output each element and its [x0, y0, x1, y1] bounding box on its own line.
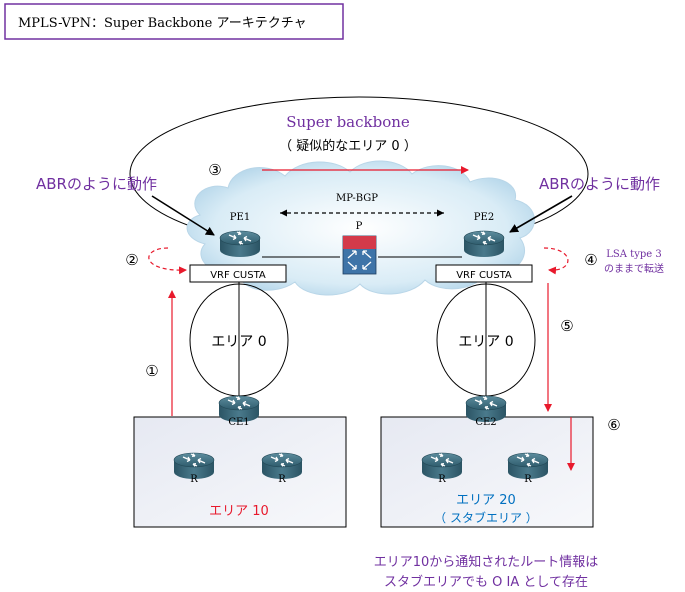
- bottom-note-line-2: スタブエリアでも O IA として存在: [384, 574, 588, 590]
- abr-left-label: ABRのように動作: [36, 175, 157, 193]
- pe1-label: PE1: [230, 212, 250, 223]
- step-6: ⑥: [607, 416, 620, 434]
- step-3: ③: [208, 161, 221, 179]
- lsa-note-line-2: のままで転送: [604, 262, 664, 275]
- area20-label: エリア 20: [456, 493, 516, 508]
- vrf-right-label: VRF CUSTA: [456, 270, 512, 281]
- super-backbone-sublabel: （ 疑似的なエリア 0 ）: [279, 138, 417, 154]
- title-box: [4, 3, 344, 40]
- area0-right-label: エリア 0: [458, 334, 513, 350]
- abr-right-label: ABRのように動作: [539, 175, 660, 193]
- vrf-left-label: VRF CUSTA: [210, 270, 266, 281]
- mpbgp-label: MP-BGP: [336, 193, 378, 204]
- pe2-label: PE2: [474, 212, 494, 223]
- step-4-arrow: [543, 247, 569, 275]
- step-2-arrow: [148, 247, 187, 275]
- ce1-label: CE1: [228, 417, 249, 428]
- pe1-router: [219, 230, 261, 258]
- area0-left-label: エリア 0: [211, 334, 266, 350]
- area10-router-1-label: R: [190, 474, 198, 485]
- area20-router-1-label: R: [438, 474, 446, 485]
- p-router: [342, 235, 377, 275]
- vrf-left-box: [189, 264, 287, 283]
- step-5: ⑤: [560, 317, 573, 335]
- pe2-router: [463, 230, 505, 258]
- area20-sublabel: （ スタブエリア ）: [434, 510, 538, 525]
- area20-router-2-label: R: [524, 474, 532, 485]
- p-label: P: [356, 221, 363, 232]
- lsa-note-line-1: LSA type 3: [606, 249, 661, 260]
- area10-label: エリア 10: [209, 504, 269, 519]
- mpls-cloud: [186, 160, 535, 296]
- area10-router-2-label: R: [278, 474, 286, 485]
- ce2-label: CE2: [475, 417, 496, 428]
- vrf-right-box: [435, 264, 533, 283]
- step-1: ①: [145, 362, 158, 380]
- abr-right-arrow: [509, 195, 573, 233]
- bottom-note-line-1: エリア10から通知されたルート情報は: [374, 554, 599, 570]
- page-title: MPLS-VPN：Super Backbone アーキテクチャ: [18, 16, 307, 31]
- area10-box: [133, 416, 347, 528]
- abr-left-arrow: [151, 195, 215, 236]
- step-4: ④: [584, 251, 597, 269]
- step-2: ②: [125, 251, 138, 269]
- super-backbone-label: Super backbone: [286, 113, 410, 131]
